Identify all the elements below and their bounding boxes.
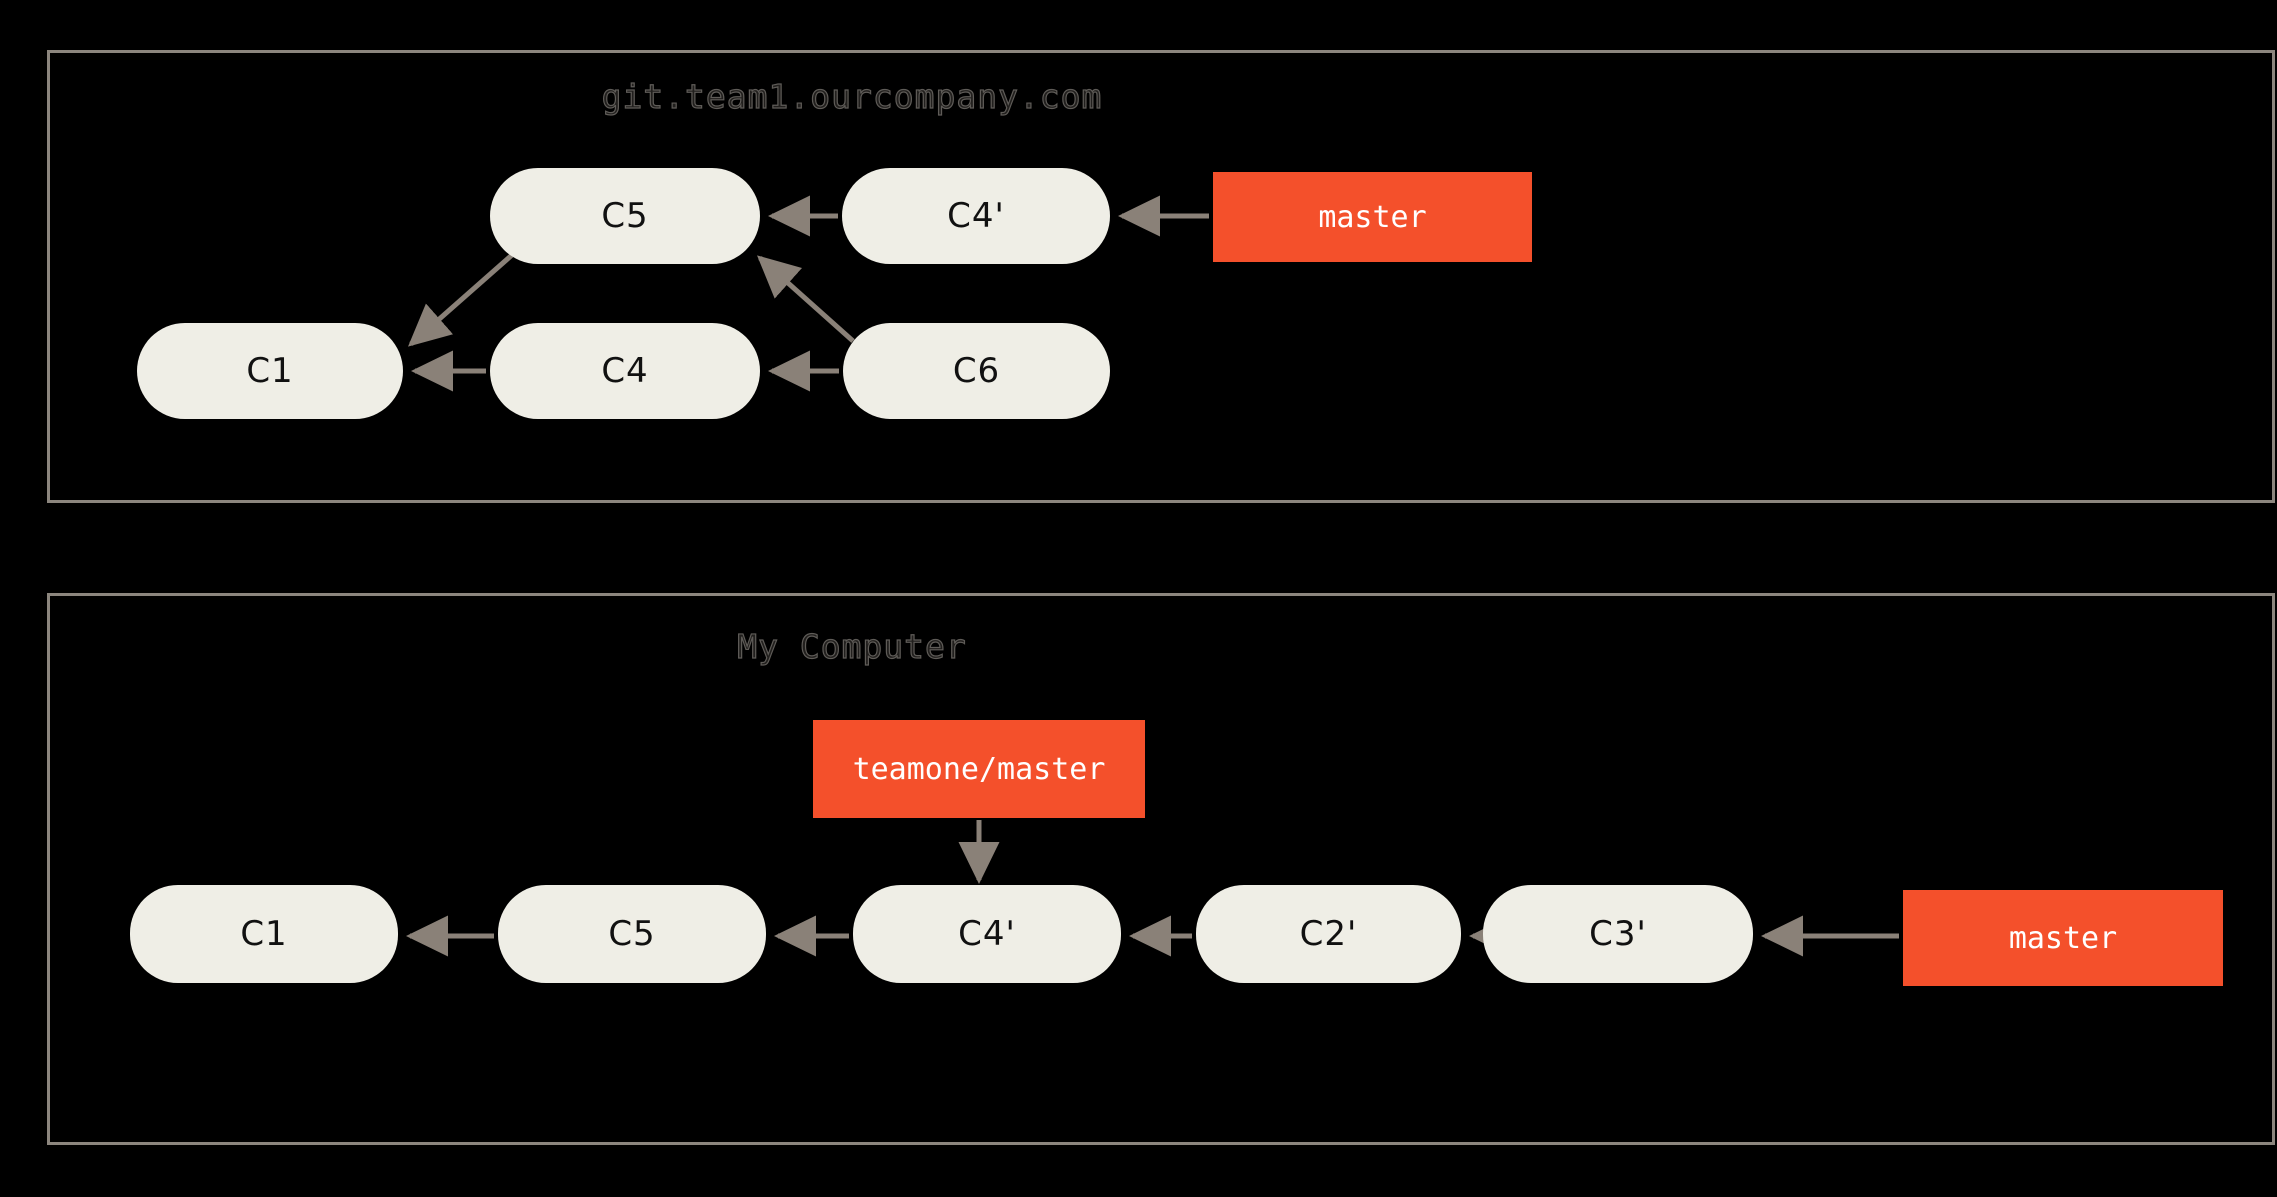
commit-label: C1 bbox=[246, 351, 294, 391]
branch-name: teamone/master bbox=[852, 751, 1106, 787]
branch-label-box: teamone/master bbox=[813, 720, 1145, 818]
commit-label: C4' bbox=[947, 196, 1005, 236]
commit-label: C2' bbox=[1299, 914, 1358, 954]
commit-label: C3' bbox=[1589, 914, 1647, 954]
branch-label-box: master bbox=[1213, 172, 1532, 262]
commit-node: C4' bbox=[842, 168, 1110, 264]
commit-node: C1 bbox=[137, 323, 403, 419]
commit-label: C1 bbox=[240, 914, 288, 954]
branch-label-box: master bbox=[1903, 890, 2223, 986]
panel-title-remote: git.team1.ourcompany.com bbox=[601, 76, 1103, 116]
commit-node: C3' bbox=[1483, 885, 1753, 983]
commit-node: C4 bbox=[490, 323, 760, 419]
branch-name: master bbox=[1318, 199, 1427, 235]
commit-node: C6 bbox=[843, 323, 1110, 419]
commit-label: C4 bbox=[601, 351, 649, 391]
panel-local-computer bbox=[47, 593, 2275, 1145]
commit-node: C5 bbox=[490, 168, 760, 264]
commit-label: C5 bbox=[601, 196, 649, 236]
panel-title-local: My Computer bbox=[737, 626, 967, 666]
commit-label: C4' bbox=[958, 914, 1016, 954]
commit-node: C1 bbox=[130, 885, 398, 983]
commit-node: C5 bbox=[498, 885, 766, 983]
commit-label: C6 bbox=[952, 351, 1001, 391]
commit-node: C2' bbox=[1196, 885, 1461, 983]
commit-label: C5 bbox=[608, 914, 656, 954]
panel-remote-repository bbox=[47, 50, 2275, 503]
commit-node: C4' bbox=[853, 885, 1121, 983]
branch-name: master bbox=[2008, 920, 2118, 956]
